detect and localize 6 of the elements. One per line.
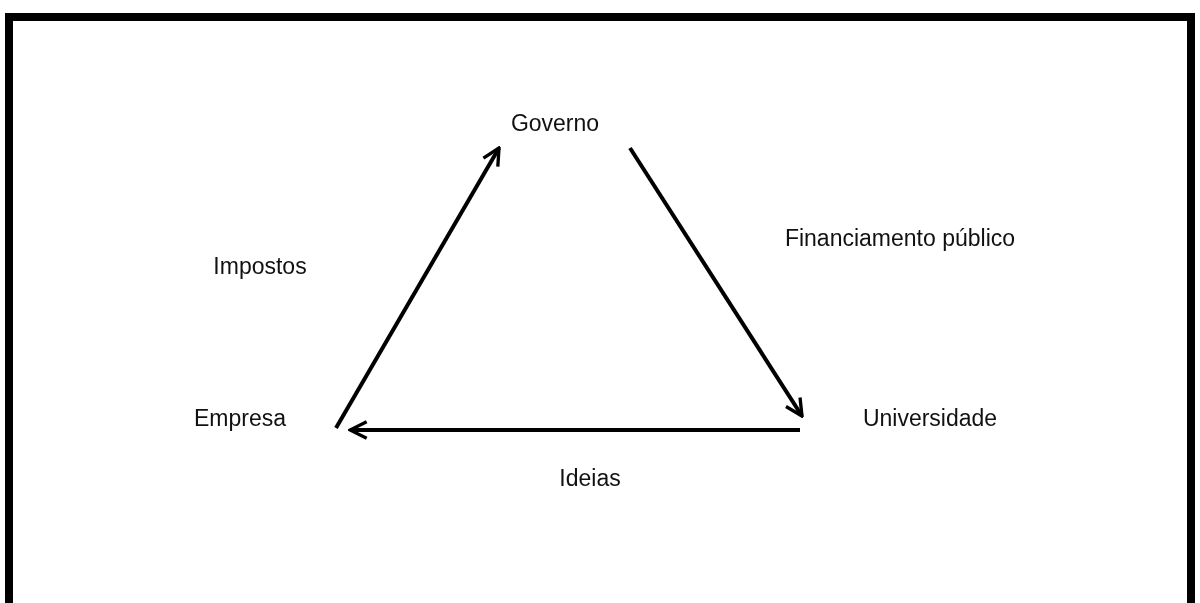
arrow xyxy=(348,420,800,440)
arrow xyxy=(334,146,501,429)
node-label: Governo xyxy=(510,109,600,137)
arrow xyxy=(628,146,804,418)
node-label: Universidade xyxy=(862,404,998,432)
node-label: Empresa xyxy=(193,404,286,432)
